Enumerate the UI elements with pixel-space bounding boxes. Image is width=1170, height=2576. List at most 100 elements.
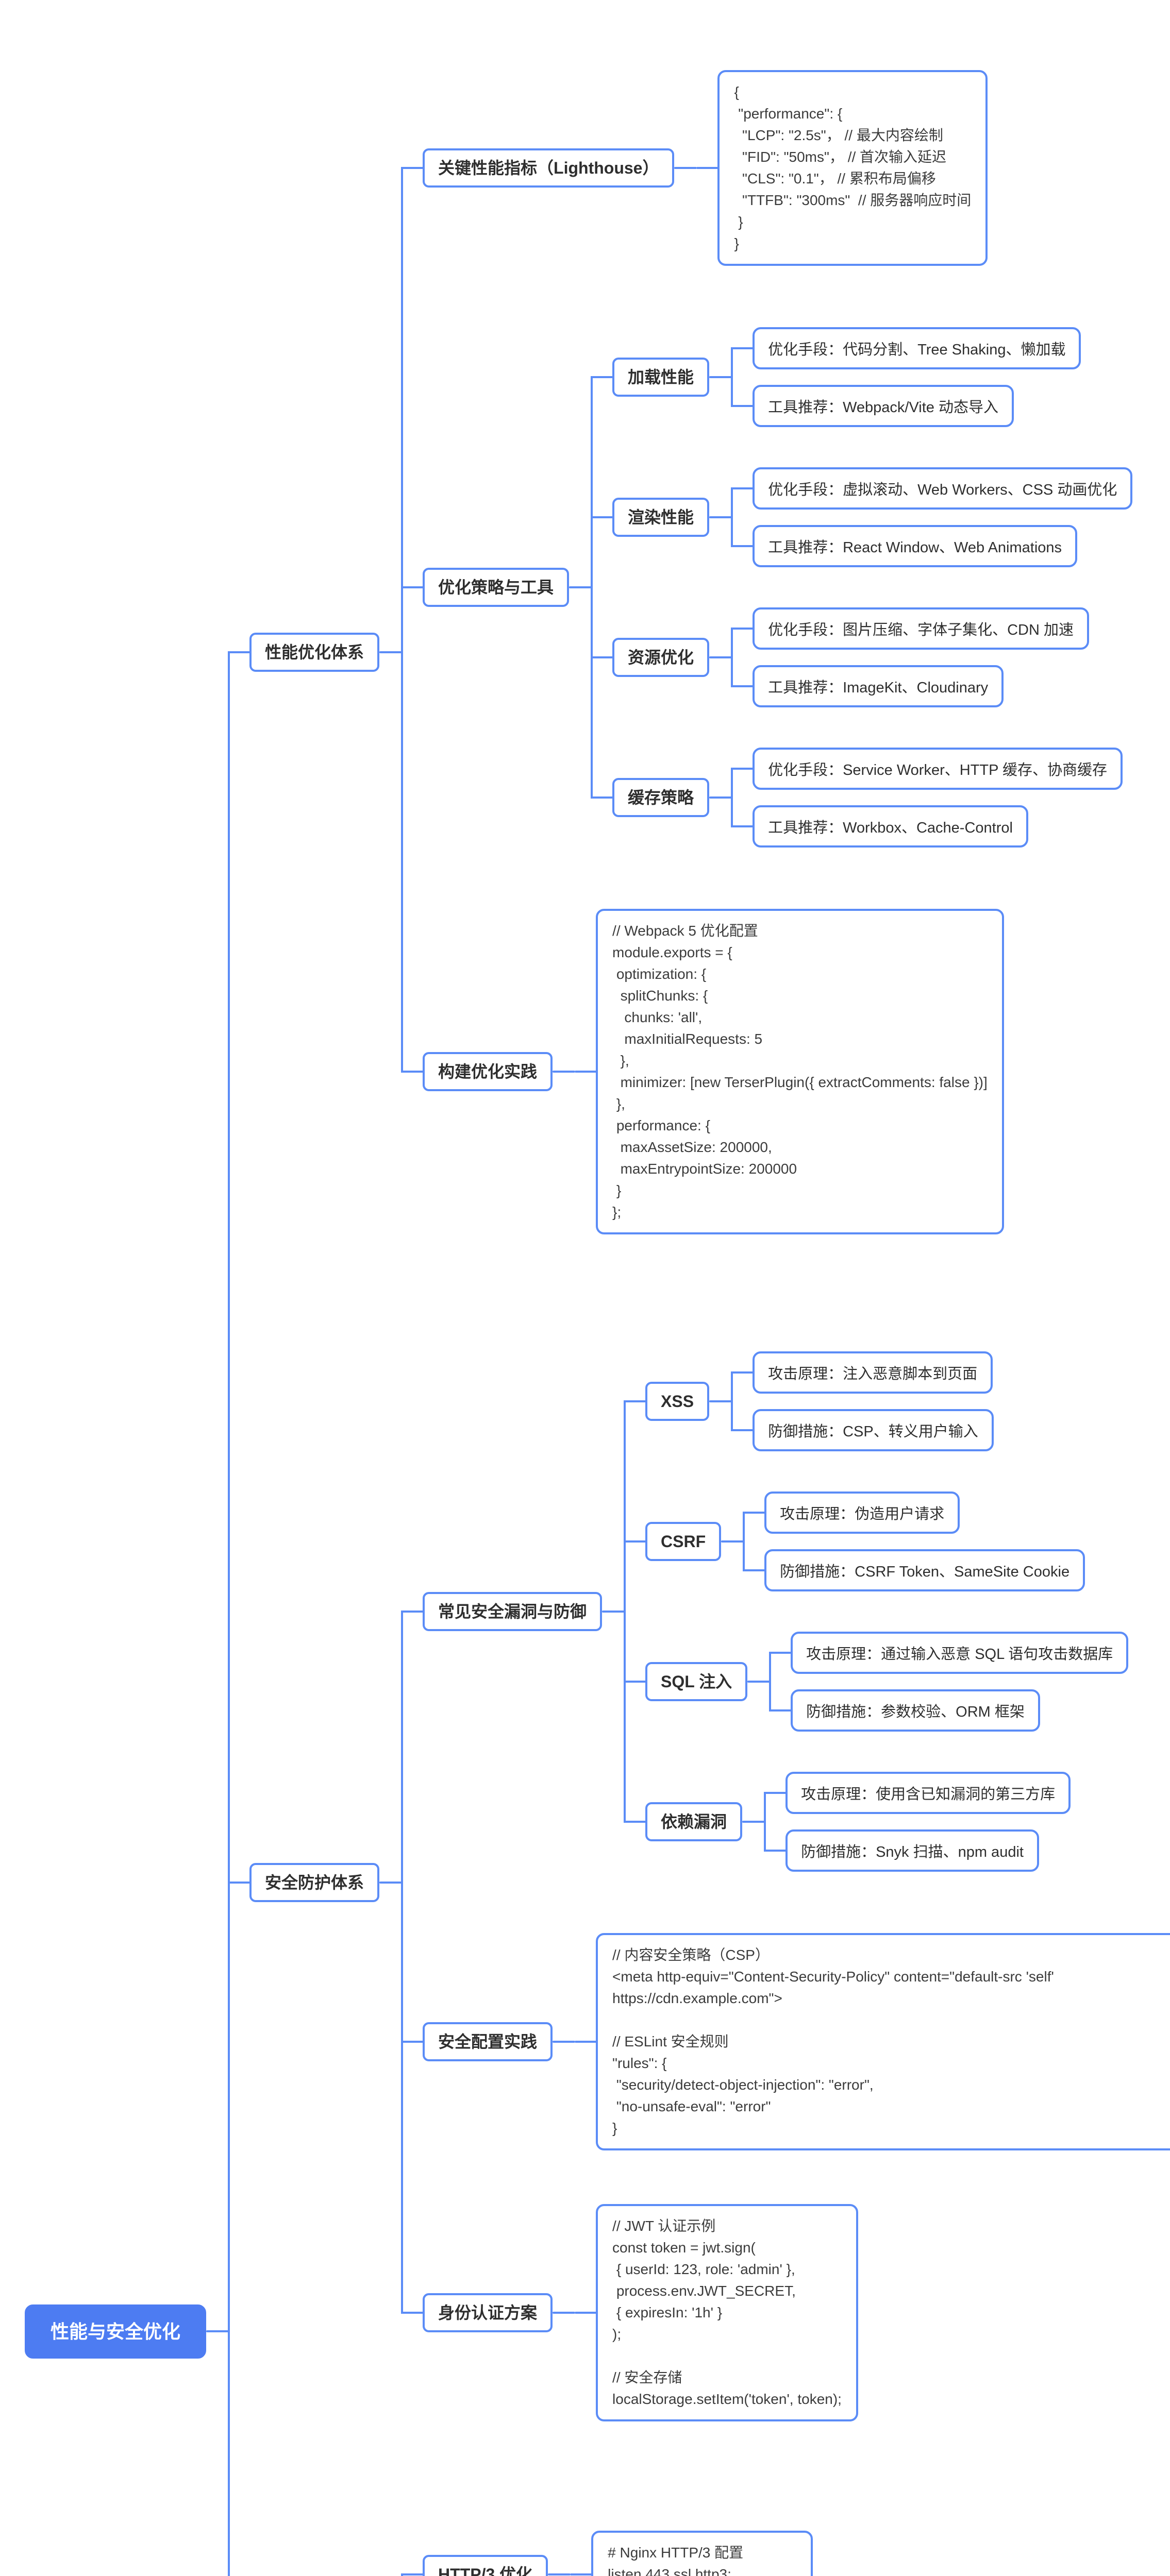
children-group: 优化手段：图片压缩、字体子集化、CDN 加速工具推荐：ImageKit、Clou… xyxy=(731,600,1089,715)
detail-text-node[interactable]: 工具推荐：ImageKit、Cloudinary xyxy=(753,665,1004,707)
child-branch-row: 工具推荐：Workbox、Cache-Control xyxy=(731,798,1123,855)
code-block-node[interactable]: { "performance": { "LCP": "2.5s"， // 最大内… xyxy=(717,70,988,266)
child-branch-row: 工具推荐：Webpack/Vite 动态导入 xyxy=(731,377,1081,435)
child-branch-row: 优化手段：代码分割、Tree Shaking、懒加载 xyxy=(731,319,1081,377)
connector-line xyxy=(709,656,732,658)
topic-node[interactable]: 常见安全漏洞与防御 xyxy=(423,1592,603,1631)
subtree: 资源优化优化手段：图片压缩、字体子集化、CDN 加速工具推荐：ImageKit、… xyxy=(612,600,1089,715)
detail-text-node[interactable]: 防御措施：Snyk 扫描、npm audit xyxy=(785,1829,1039,1872)
topic-node[interactable]: 关键性能指标（Lighthouse） xyxy=(423,148,675,188)
children-group: 优化手段：代码分割、Tree Shaking、懒加载工具推荐：Webpack/V… xyxy=(731,319,1081,435)
detail-text-node[interactable]: 优化手段：代码分割、Tree Shaking、懒加载 xyxy=(753,327,1081,369)
detail-text-node[interactable]: 防御措施：参数校验、ORM 框架 xyxy=(791,1689,1040,1732)
children-group: { "performance": { "LCP": "2.5s"， // 最大内… xyxy=(697,58,988,278)
topic-node[interactable]: 安全配置实践 xyxy=(423,2022,553,2061)
code-line: "LCP": "2.5s"， // 最大内容绘制 xyxy=(734,127,943,143)
topic-node[interactable]: HTTP/3 优化 xyxy=(423,2555,548,2576)
children-group: // 内容安全策略（CSP）<meta http-equiv="Content-… xyxy=(575,1921,1170,2163)
root-topic-node[interactable]: 性能与安全优化 xyxy=(25,2304,207,2359)
subtree: 攻击原理：伪造用户请求 xyxy=(764,1492,960,1534)
detail-text-node[interactable]: 防御措施：CSP、转义用户输入 xyxy=(753,1409,994,1451)
code-line: // Webpack 5 优化配置 xyxy=(612,923,758,939)
connector-line xyxy=(553,2312,576,2314)
child-branch-row: 防御措施：参数校验、ORM 框架 xyxy=(769,1682,1128,1739)
topic-node[interactable]: 依赖漏洞 xyxy=(645,1802,743,1841)
subtree: 优化手段：Service Worker、HTTP 缓存、协商缓存 xyxy=(753,748,1123,790)
topic-node[interactable]: CSRF xyxy=(645,1522,722,1561)
code-line: "TTFB": "300ms" // 服务器响应时间 xyxy=(734,192,972,208)
branch-topic-node[interactable]: 安全防护体系 xyxy=(249,1863,380,1902)
topic-node[interactable]: 渲染性能 xyxy=(612,498,710,537)
code-line: "rules": { xyxy=(612,2055,667,2071)
topic-node[interactable]: 优化策略与工具 xyxy=(423,568,570,607)
subtree: 常见安全漏洞与防御 XSS 攻击原理：注入恶意脚本到页面防御措施：CSP、转义用户输… xyxy=(423,1331,1129,1892)
detail-text-node[interactable]: 优化手段：Service Worker、HTTP 缓存、协商缓存 xyxy=(753,748,1123,790)
connector-line xyxy=(709,516,732,518)
topic-node[interactable]: 构建优化实践 xyxy=(423,1052,553,1091)
subtree: 加载性能优化手段：代码分割、Tree Shaking、懒加载工具推荐：Webpa… xyxy=(612,319,1081,435)
code-line: { userId: 123, role: 'admin' }, xyxy=(612,2261,795,2277)
topic-node[interactable]: 缓存策略 xyxy=(612,778,710,817)
code-line: optimization: { xyxy=(612,966,707,982)
detail-text-node[interactable]: 工具推荐：Workbox、Cache-Control xyxy=(753,805,1028,848)
child-branch-row: 缓存策略 优化手段：Service Worker、HTTP 缓存、协商缓存工具推荐… xyxy=(591,727,1132,868)
subtree: 攻击原理：使用含已知漏洞的第三方库 xyxy=(785,1772,1071,1814)
child-branch-row: SQL 注入攻击原理：通过输入恶意 SQL 语句攻击数据库防御措施：参数校验、O… xyxy=(624,1612,1129,1752)
code-line: } xyxy=(734,235,739,251)
detail-text-node[interactable]: 优化手段：图片压缩、字体子集化、CDN 加速 xyxy=(753,607,1089,650)
subtree: 工具推荐：React Window、Web Animations xyxy=(753,525,1078,567)
topic-node[interactable]: XSS xyxy=(645,1382,710,1421)
code-line xyxy=(612,2009,1170,2031)
child-branch-row: 攻击原理：注入恶意脚本到页面 xyxy=(731,1344,994,1401)
subtree: 工具推荐：Webpack/Vite 动态导入 xyxy=(753,385,1014,427)
child-branch-row: 渲染性能 优化手段：虚拟滚动、Web Workers、CSS 动画优化工具推荐：R… xyxy=(591,447,1133,587)
subtree: 防御措施：Snyk 扫描、npm audit xyxy=(785,1829,1039,1872)
detail-text-node[interactable]: 攻击原理：注入恶意脚本到页面 xyxy=(753,1351,993,1394)
code-line xyxy=(612,2345,842,2367)
subtree: 攻击原理：注入恶意脚本到页面 xyxy=(753,1351,993,1394)
detail-text-node[interactable]: 防御措施：CSRF Token、SameSite Cookie xyxy=(764,1549,1085,1591)
child-branch-row: CSRF 攻击原理：伪造用户请求防御措施：CSRF Token、SameSite … xyxy=(624,1471,1128,1612)
code-block-node[interactable]: // 内容安全策略（CSP）<meta http-equiv="Content-… xyxy=(596,1933,1170,2150)
subtree: 工具推荐：ImageKit、Cloudinary xyxy=(753,665,1004,707)
detail-text-node[interactable]: 优化手段：虚拟滚动、Web Workers、CSS 动画优化 xyxy=(753,467,1133,510)
topic-node[interactable]: 加载性能 xyxy=(612,358,710,397)
code-line: localStorage.setItem('token', token); xyxy=(612,2391,842,2407)
code-line: } xyxy=(612,2120,617,2136)
subtree: 工具推荐：Workbox、Cache-Control xyxy=(753,805,1028,848)
subtree: 依赖漏洞 攻击原理：使用含已知漏洞的第三方库防御措施：Snyk 扫描、npm au… xyxy=(645,1764,1071,1879)
children-group: 性能优化体系 关键性能指标（Lighthouse） { "performance":… xyxy=(228,15,1170,2576)
topic-node[interactable]: 资源优化 xyxy=(612,638,710,677)
connector-line xyxy=(553,1071,576,1073)
detail-text-node[interactable]: 攻击原理：伪造用户请求 xyxy=(764,1492,960,1534)
detail-text-node[interactable]: 攻击原理：通过输入恶意 SQL 语句攻击数据库 xyxy=(791,1632,1129,1674)
child-branch-row: 性能优化体系 关键性能指标（Lighthouse） { "performance":… xyxy=(228,15,1165,1289)
code-line: ); xyxy=(612,2326,622,2342)
detail-text-node[interactable]: 工具推荐：React Window、Web Animations xyxy=(753,525,1078,567)
child-branch-row: // 内容安全策略（CSP）<meta http-equiv="Content-… xyxy=(575,1921,1170,2163)
code-line: }, xyxy=(612,1096,625,1112)
code-line: } xyxy=(734,214,743,230)
code-line: <meta http-equiv="Content-Security-Polic… xyxy=(612,1969,1058,2006)
children-group: 攻击原理：通过输入恶意 SQL 语句攻击数据库防御措施：参数校验、ORM 框架 xyxy=(769,1624,1129,1739)
code-line: "FID": "50ms"， // 首次输入延迟 xyxy=(734,149,947,165)
topic-node[interactable]: 身份认证方案 xyxy=(423,2293,553,2332)
connector-line xyxy=(674,167,697,169)
child-branch-row: 工具推荐：ImageKit、Cloudinary xyxy=(731,657,1089,715)
code-line: // ESLint 安全规则 xyxy=(612,2033,729,2049)
branch-topic-node[interactable]: 性能优化体系 xyxy=(249,633,380,672)
code-line: maxEntrypointSize: 200000 xyxy=(612,1161,797,1177)
child-branch-row: 优化手段：图片压缩、字体子集化、CDN 加速 xyxy=(731,600,1089,657)
detail-text-node[interactable]: 攻击原理：使用含已知漏洞的第三方库 xyxy=(785,1772,1071,1814)
detail-text-node[interactable]: 工具推荐：Webpack/Vite 动态导入 xyxy=(753,385,1014,427)
topic-node[interactable]: SQL 注入 xyxy=(645,1662,748,1701)
